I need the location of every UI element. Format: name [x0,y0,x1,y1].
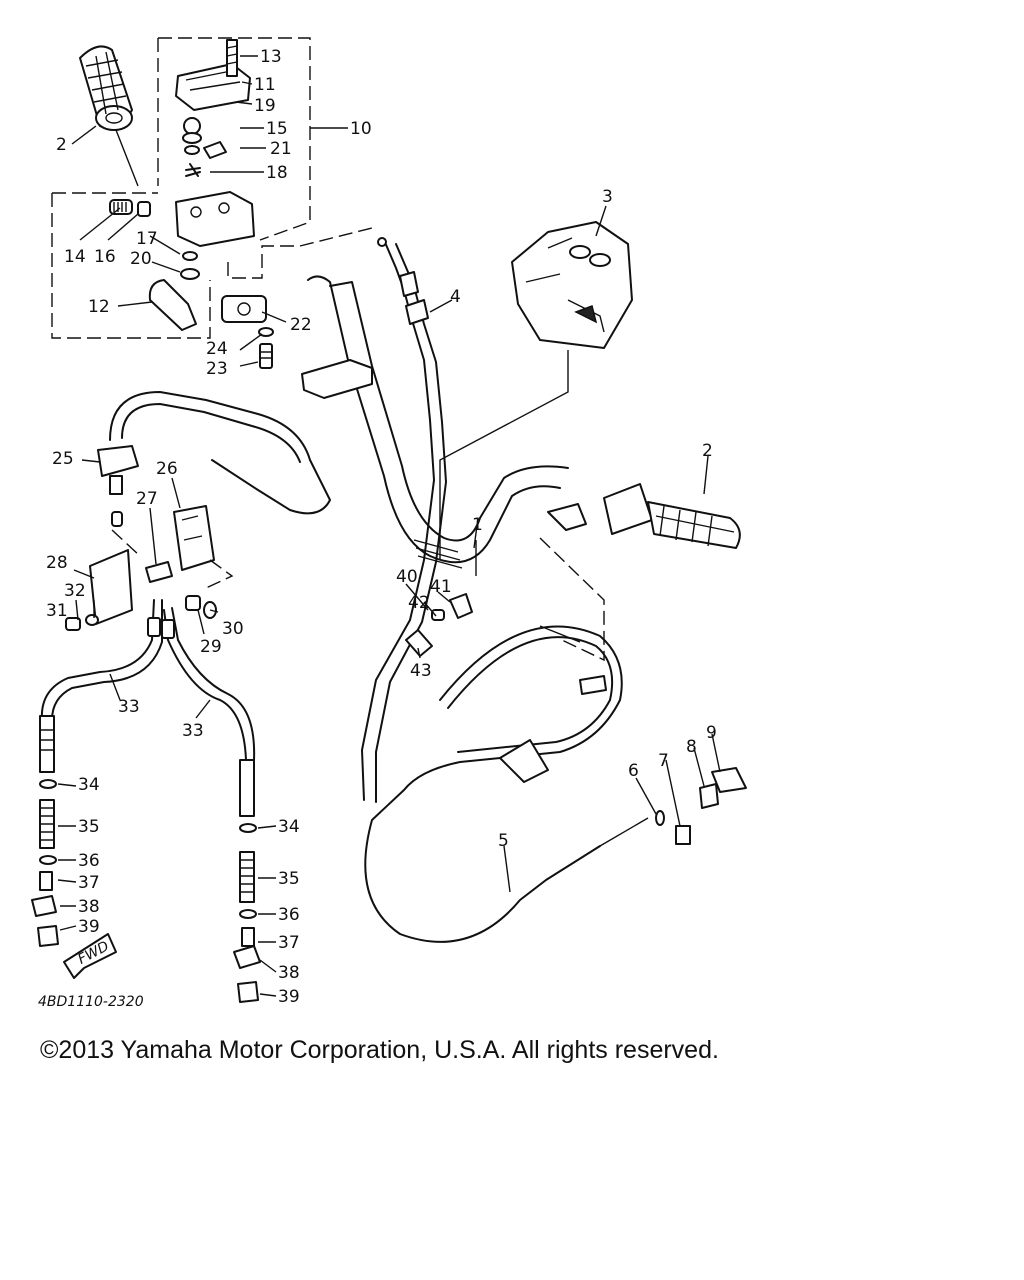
callout-30: 30 [222,619,244,639]
callout-12: 12 [88,297,110,317]
callout-40: 40 [396,567,418,587]
callout-14: 14 [64,247,86,267]
callout-numbers: 13 11 19 15 21 18 10 2 14 16 17 20 12 22… [46,47,717,1007]
leader-dashed-bracket [227,227,373,279]
callout-15: 15 [266,119,288,139]
brake-assembly [65,391,331,631]
callout-28: 28 [46,553,68,573]
callout-38-right: 38 [278,963,300,983]
callout-22: 22 [290,315,312,335]
callout-7: 7 [658,751,669,771]
callout-26: 26 [156,459,178,479]
callout-11: 11 [254,75,276,95]
callout-9: 9 [706,723,717,743]
throttle-body [109,191,274,369]
callout-4: 4 [450,287,461,307]
callout-29: 29 [200,637,222,657]
callout-27: 27 [136,489,158,509]
callout-20: 20 [130,249,152,269]
fittings-right [233,759,261,1003]
right-grip [539,483,741,662]
callout-10: 10 [350,119,372,139]
switch-housing [439,221,633,560]
brake-hoses [40,599,256,761]
callout-3: 3 [602,187,613,207]
callout-39-right: 39 [278,987,300,1007]
callout-37-right: 37 [278,933,300,953]
callout-25: 25 [52,449,74,469]
callout-5: 5 [498,831,509,851]
copyright-notice: ©2013 Yamaha Motor Corporation, U.S.A. A… [40,1036,719,1064]
brake-cable [364,625,747,943]
left-grip [79,45,139,187]
throttle-cable [361,237,447,803]
callout-6: 6 [628,761,639,781]
callout-34-right: 34 [278,817,300,837]
callout-21: 21 [270,139,292,159]
callout-41: 41 [430,577,452,597]
callout-35-left: 35 [78,817,100,837]
callout-32: 32 [64,581,86,601]
callout-38-left: 38 [78,897,100,917]
callout-31: 31 [46,601,68,621]
callout-2-right: 2 [702,441,713,461]
fittings-left [31,715,59,947]
callout-13: 13 [260,47,282,67]
fwd-arrow: FWD [63,933,117,979]
callout-34-left: 34 [78,775,100,795]
callout-19: 19 [254,96,276,116]
callout-36-right: 36 [278,905,300,925]
callout-42: 42 [408,593,430,613]
callout-23: 23 [206,359,228,379]
drawing-code: 4BD1110-2320 [38,994,144,1010]
callout-17: 17 [136,229,158,249]
callout-33-left: 33 [118,697,140,717]
callout-2-left: 2 [56,135,67,155]
parts-40-43 [405,593,473,657]
group-box-10 [51,37,348,339]
callout-18: 18 [266,163,288,183]
callout-24: 24 [206,339,228,359]
callout-35-right: 35 [278,869,300,889]
throttle-cover [175,39,251,177]
callout-43: 43 [410,661,432,681]
callout-36-left: 36 [78,851,100,871]
callout-33-right: 33 [182,721,204,741]
callout-39-left: 39 [78,917,100,937]
callout-16: 16 [94,247,116,267]
leader-lines [57,55,721,997]
callout-1: 1 [472,515,483,535]
parts-diagram: FWD 13 11 19 15 21 18 10 [31,37,747,1010]
callout-8: 8 [686,737,697,757]
callout-37-left: 37 [78,873,100,893]
